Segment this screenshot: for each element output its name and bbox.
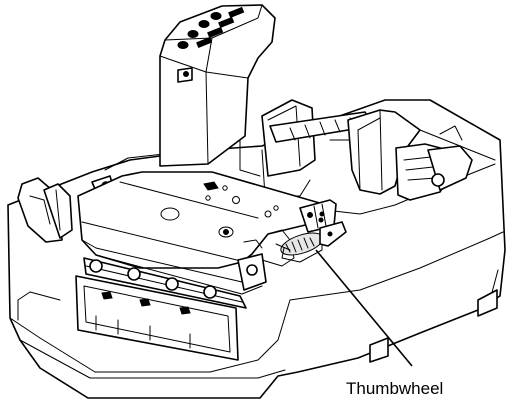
- media-holder: [262, 100, 472, 200]
- thumbwheel: [276, 222, 346, 262]
- print-mechanism: [78, 172, 336, 294]
- callout-leader-line: [316, 250, 412, 366]
- platen-roller: [84, 254, 266, 308]
- thumbwheel-callout: Thumbwheel: [316, 250, 443, 398]
- front-panel: [76, 276, 238, 360]
- thumbwheel-label: Thumbwheel: [346, 379, 443, 398]
- control-tower: [160, 5, 275, 166]
